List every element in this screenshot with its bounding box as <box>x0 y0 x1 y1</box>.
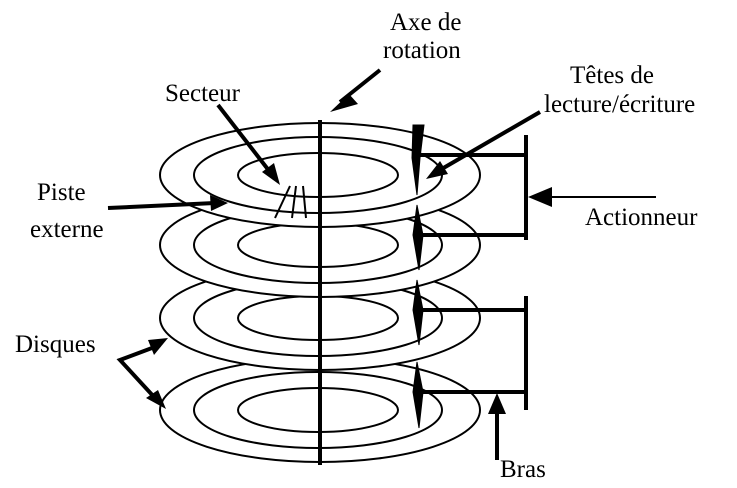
actuator-arrow <box>528 187 656 207</box>
heads-label-line2: lecture/écriture <box>544 91 695 118</box>
disks-arrows <box>116 338 168 409</box>
actuator-label: Actionneur <box>585 204 698 231</box>
arms-label: Bras <box>500 456 546 483</box>
axis-arrow <box>330 68 382 112</box>
actuator-assembly <box>418 135 528 410</box>
sector-marks <box>274 185 307 219</box>
track-arrow <box>107 195 228 211</box>
track-label-line2: externe <box>30 216 104 243</box>
axis-label-line1: Axe de <box>390 9 462 36</box>
arms-arrow <box>488 393 506 460</box>
sector-arrow <box>216 103 280 185</box>
sector-label: Secteur <box>165 80 241 107</box>
heads-label-line1: Têtes de <box>570 62 654 89</box>
read-write-heads <box>411 124 425 429</box>
disks-label: Disques <box>15 331 96 358</box>
heads-arrow <box>426 110 542 179</box>
axis-label-line2: rotation <box>383 37 461 64</box>
track-label-line1: Piste <box>37 179 86 206</box>
